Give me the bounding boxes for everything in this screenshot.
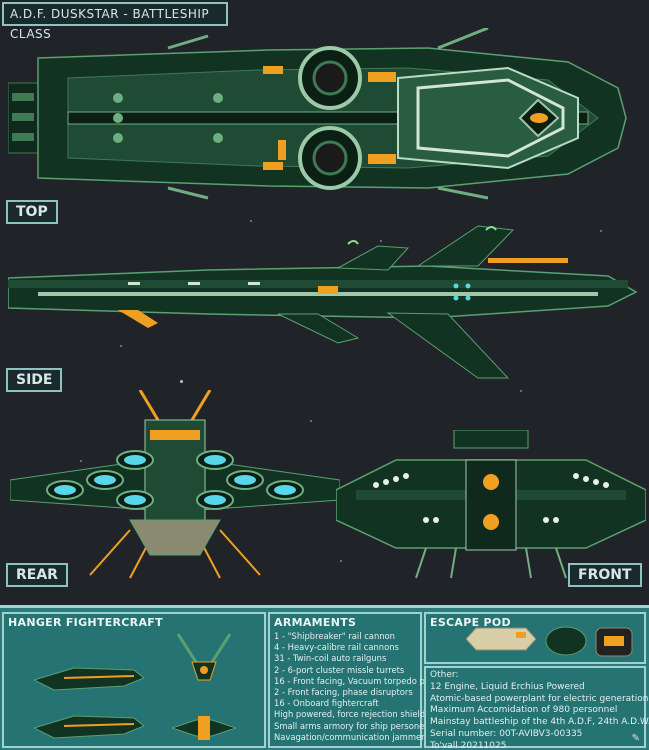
star xyxy=(120,345,122,347)
other-line: Mainstay battleship of the 4th A.D.F, 24… xyxy=(430,717,649,728)
ship-side-view xyxy=(8,225,638,379)
escape-pod-front-icon xyxy=(595,627,633,657)
escape-pod-title: ESCAPE POD xyxy=(430,616,511,629)
star xyxy=(180,380,183,383)
view-label-front: FRONT xyxy=(568,563,642,587)
armament-item: 4 - Heavy-calibre rail cannons xyxy=(274,642,399,653)
other-info-panel: Other: 12 Engine, Liquid Erchius Powered… xyxy=(424,666,649,750)
ship-top-view xyxy=(8,28,627,200)
star xyxy=(520,390,522,392)
hanger-fightercraft-panel: HANGER FIGHTERCRAFT xyxy=(2,612,266,748)
star xyxy=(600,230,602,232)
hanger-title: HANGER FIGHTERCRAFT xyxy=(8,616,163,629)
armament-item: Navagation/communication jammer arrays xyxy=(274,731,454,742)
armament-item: 2 - Front facing, phase disruptors xyxy=(274,687,413,698)
star xyxy=(380,240,382,242)
armaments-title: ARMAMENTS xyxy=(274,616,357,629)
fightercraft-front-icon xyxy=(176,633,232,681)
armament-item: 16 - Onboard fightercraft xyxy=(274,698,379,709)
fightercraft-side-bottom-icon xyxy=(34,715,144,739)
armament-item: 16 - Front facing, Vacuum torpedo ports xyxy=(274,675,442,686)
view-label-rear: REAR xyxy=(6,563,68,587)
armament-item: High powered, force rejection shield xyxy=(274,709,426,720)
star xyxy=(250,220,252,222)
other-line: Atomic-based powerplant for electric gen… xyxy=(430,693,649,704)
ship-front-view xyxy=(336,430,646,579)
escape-pod-panel: ESCAPE POD xyxy=(424,612,646,664)
armament-item: 1 - "Shipbreaker" rail cannon xyxy=(274,631,395,641)
other-line: To'vall 20211025 xyxy=(430,740,507,750)
armaments-panel: ARMAMENTS 1 - "Shipbreaker" rail cannon … xyxy=(268,612,454,748)
armament-item: Small arms armory for ship personel xyxy=(274,720,427,731)
view-label-side: SIDE xyxy=(6,368,63,392)
view-label-top: TOP xyxy=(6,200,58,224)
other-line: 12 Engine, Liquid Erchius Powered xyxy=(430,681,585,692)
escape-pod-side-icon xyxy=(466,627,536,651)
artist-signature-icon: ✎ xyxy=(631,733,640,744)
fightercraft-rear-icon xyxy=(172,716,236,740)
armaments-list: 1 - "Shipbreaker" rail cannon 4 - Heavy-… xyxy=(270,631,454,743)
other-line: Maximum Accomidation of 980 personnel xyxy=(430,705,618,716)
escape-pod-top-icon xyxy=(545,626,587,656)
other-line: Serial number: 00T-AVIBV3-00335 xyxy=(430,728,583,739)
armament-item: 31 - Twin-coil auto railguns xyxy=(274,653,387,664)
star xyxy=(80,460,82,462)
ship-rear-view xyxy=(10,390,340,579)
fightercraft-side-top-icon xyxy=(34,667,144,691)
star xyxy=(310,420,312,422)
info-area: HANGER FIGHTERCRAFT ARMAMENTS 1 - "Shipb… xyxy=(0,605,649,750)
ship-title: A.D.F. DUSKSTAR - BATTLESHIP CLASS xyxy=(2,2,228,41)
armament-item: 2 - 6-port cluster missle turrets xyxy=(274,664,405,675)
star xyxy=(340,560,342,562)
other-line: Other: xyxy=(430,670,459,680)
